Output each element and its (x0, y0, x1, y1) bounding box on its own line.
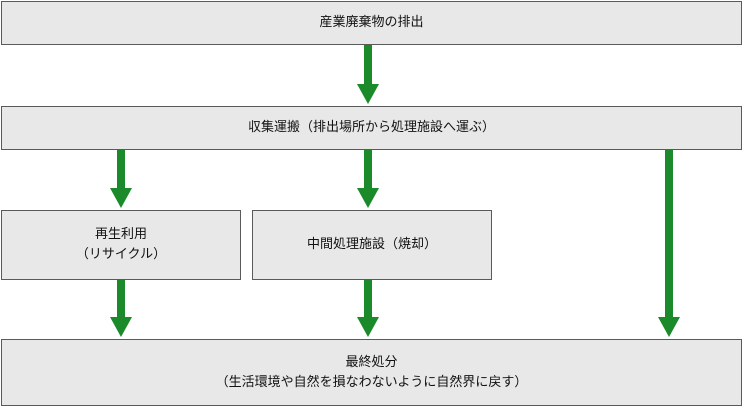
arrow-intermediate-to-final-disposal (357, 280, 379, 337)
waste-discharge-box: 産業廃棄物の排出 (1, 1, 742, 45)
final-disposal-box: 最終処分 （生活環境や自然を損なわないように自然界に戻す） (1, 339, 742, 406)
arrow-collection-to-final-disposal (658, 150, 680, 337)
intermediate-treatment-label: 中間処理施設（焼却） (306, 237, 437, 252)
recycling-box: 再生利用 （リサイクル） (1, 210, 241, 280)
arrow-recycling-to-final-disposal (110, 280, 132, 337)
recycling-label: 再生利用 (94, 227, 147, 242)
waste-discharge-label: 産業廃棄物の排出 (319, 15, 424, 30)
arrow-collection-to-recycling (110, 150, 132, 208)
arrow-discharge-to-collection (357, 45, 379, 104)
final-disposal-label: 最終処分 (345, 354, 398, 370)
intermediate-treatment-box: 中間処理施設（焼却） (252, 210, 492, 280)
arrow-collection-to-intermediate (357, 150, 379, 208)
collection-transport-box: 収集運搬（排出場所から処理施設へ運ぶ） (1, 106, 742, 150)
final-disposal-sublabel: （生活環境や自然を損なわないように自然界に戻す） (215, 374, 528, 390)
collection-transport-label: 収集運搬（排出場所から処理施設へ運ぶ） (247, 120, 495, 135)
recycling-sublabel: （リサイクル） (75, 247, 167, 262)
